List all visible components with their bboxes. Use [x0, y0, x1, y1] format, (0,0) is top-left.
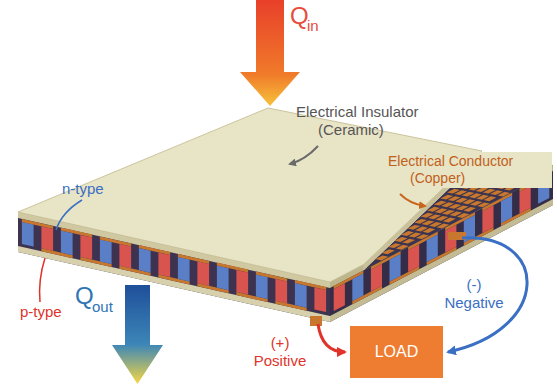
load-text: LOAD — [375, 343, 419, 361]
pellet — [275, 279, 287, 304]
heat-symbol: Q — [290, 2, 309, 31]
leader-line — [56, 200, 82, 230]
n-type-label: n-type — [62, 180, 104, 198]
pellet — [61, 231, 73, 256]
copper-strip — [217, 263, 248, 273]
pellet — [119, 244, 131, 269]
copper-strip — [295, 280, 326, 290]
copper-tile — [423, 228, 436, 233]
copper-lead — [310, 316, 322, 326]
pellet — [295, 283, 307, 308]
copper-tile — [463, 207, 476, 212]
copper-strip — [22, 219, 53, 229]
pellet — [197, 261, 209, 286]
heat-subscript: out — [92, 298, 113, 316]
copper-strip — [501, 208, 531, 227]
copper-tile — [484, 196, 497, 201]
pellet — [139, 248, 151, 273]
pellet — [80, 235, 92, 260]
p-type-label: p-type — [20, 303, 62, 321]
copper-strip — [427, 247, 457, 266]
copper-strip — [352, 286, 382, 305]
heat-out-arrow — [112, 285, 163, 384]
copper-tile — [497, 192, 510, 197]
copper-tile — [477, 202, 490, 207]
copper-strip — [139, 245, 170, 255]
heat-symbol: Q — [75, 282, 94, 311]
pellet — [314, 288, 326, 313]
copper-tile — [457, 213, 470, 218]
leader-line — [400, 194, 425, 206]
copper-tile — [396, 245, 409, 250]
copper-strip — [61, 228, 92, 238]
pellet — [217, 266, 229, 291]
pellet — [236, 270, 248, 295]
terminal-label: (+) Positive — [248, 334, 312, 370]
terminal-label: (-) Negative — [438, 276, 510, 312]
copper-tile — [437, 224, 450, 229]
positive-wire — [318, 324, 345, 352]
ceramic-top-plate — [18, 108, 482, 282]
heat-subscript: in — [307, 17, 319, 35]
pellet — [158, 253, 170, 278]
pellet — [22, 222, 34, 247]
insulator-label: Electrical Insulator (Ceramic) — [296, 103, 446, 139]
copper-strip — [100, 236, 131, 246]
pellet — [100, 239, 112, 264]
load-box: LOAD — [350, 326, 443, 378]
copper-strip — [390, 266, 420, 285]
conductor-label: Electrical Conductor (Copper) — [386, 152, 552, 188]
pellet — [256, 274, 268, 299]
copper-strip — [178, 254, 209, 264]
copper-tile — [416, 234, 429, 239]
pellet — [41, 226, 53, 251]
copper-strip — [256, 271, 287, 281]
copper-tile — [402, 239, 415, 244]
leader-line — [40, 258, 45, 302]
copper-tile — [443, 218, 456, 223]
pellet — [178, 257, 190, 282]
leader-line — [290, 146, 318, 164]
